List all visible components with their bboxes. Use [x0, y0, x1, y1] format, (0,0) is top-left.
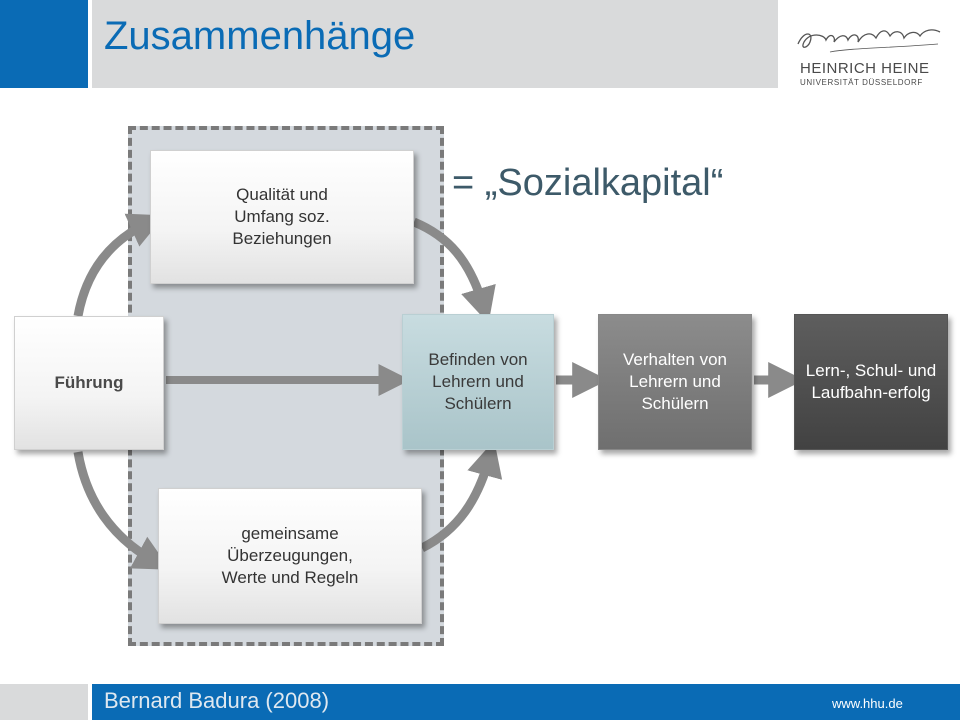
arrow-quality-to-befinden [412, 217, 496, 324]
node-fuehrung: Führung [14, 316, 164, 450]
arrow-fuehrung-to-quality [73, 213, 165, 317]
node-erfolg-label: Lern-, Schul- und Laufbahn-erfolg [805, 361, 937, 402]
node-quality-relationships: Qualität und Umfang soz. Beziehungen [150, 150, 414, 284]
node-verhalten: Verhalten von Lehrern und Schülern [598, 314, 752, 450]
social-capital-label: = „Sozialkapital“ [452, 162, 724, 204]
header-accent-block [0, 0, 88, 88]
node-erfolg: Lern-, Schul- und Laufbahn-erfolg [794, 314, 948, 450]
node-shared-beliefs: gemeinsame Überzeugungen, Werte und Rege… [158, 488, 422, 624]
header-bar [92, 0, 778, 88]
node-fuehrung-label: Führung [54, 373, 124, 392]
page-title: Zusammenhänge [104, 14, 416, 58]
footer-url-link[interactable]: www.hhu.de [832, 696, 903, 711]
arrow-beliefs-to-befinden [419, 440, 503, 553]
footer-bar [92, 684, 960, 720]
signature-graphic [797, 29, 941, 48]
node-beliefs-label: gemeinsame Überzeugungen, Werte und Rege… [221, 524, 359, 587]
node-befinden: Befinden von Lehrern und Schülern [402, 314, 554, 450]
university-logo [797, 29, 941, 53]
arrow-fuehrung-to-beliefs [73, 451, 171, 570]
logo-text-line1: HEINRICH HEINE [800, 60, 930, 77]
node-befinden-label: Befinden von Lehrern und Schülern [428, 350, 528, 413]
node-verhalten-label: Verhalten von Lehrern und Schülern [623, 350, 727, 413]
logo-text-line2: UNIVERSITÄT DÜSSELDORF [800, 78, 923, 87]
node-quality-label: Qualität und Umfang soz. Beziehungen [232, 185, 332, 248]
footer-accent-block [0, 684, 88, 720]
footer-author: Bernard Badura (2008) [104, 688, 330, 713]
